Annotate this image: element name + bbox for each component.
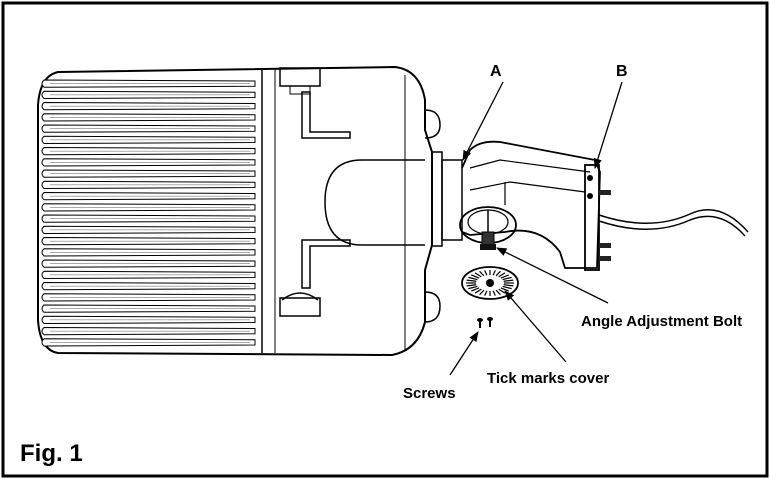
tick-mark xyxy=(495,289,501,296)
tick-mark xyxy=(500,287,509,292)
tick-mark xyxy=(466,284,477,287)
callout-screws: Screws xyxy=(403,385,456,402)
leader-screws xyxy=(449,331,479,376)
tick-marks-cover xyxy=(461,266,519,300)
luminaire-housing xyxy=(37,65,441,357)
tick-mark xyxy=(471,287,480,292)
leader-angle-bolt xyxy=(496,247,609,304)
tick-mark xyxy=(484,290,488,296)
leader-b xyxy=(593,81,623,169)
tick-mark xyxy=(474,272,482,278)
tick-mark xyxy=(484,270,488,276)
tick-mark xyxy=(503,279,514,282)
tick-mark xyxy=(479,270,485,277)
tick-mark xyxy=(468,276,478,281)
mounting-arm xyxy=(431,140,749,271)
tick-mark xyxy=(500,274,509,279)
tick-mark xyxy=(479,289,485,296)
leader-a xyxy=(462,81,504,161)
leader-tick-cover xyxy=(504,290,567,363)
tick-mark xyxy=(492,290,496,296)
callout-tick-cover: Tick marks cover xyxy=(487,370,609,387)
callout-a: A xyxy=(490,63,502,80)
angle-adjustment-bolt xyxy=(480,231,496,250)
cooling-fins xyxy=(41,79,256,347)
tick-mark xyxy=(502,276,512,281)
tick-mark xyxy=(468,285,478,290)
screws xyxy=(477,317,493,328)
callout-angle-bolt: Angle Adjustment Bolt xyxy=(581,313,742,330)
tick-mark xyxy=(495,270,501,277)
figure-caption: Fig. 1 xyxy=(20,440,83,467)
tick-mark xyxy=(492,270,496,276)
tick-mark xyxy=(474,288,482,294)
tick-mark xyxy=(502,285,512,290)
tick-mark xyxy=(466,279,477,282)
tick-mark xyxy=(503,284,514,287)
tick-mark xyxy=(498,272,506,278)
callout-b: B xyxy=(616,63,628,80)
tick-mark xyxy=(471,274,480,279)
tick-mark xyxy=(498,288,506,294)
